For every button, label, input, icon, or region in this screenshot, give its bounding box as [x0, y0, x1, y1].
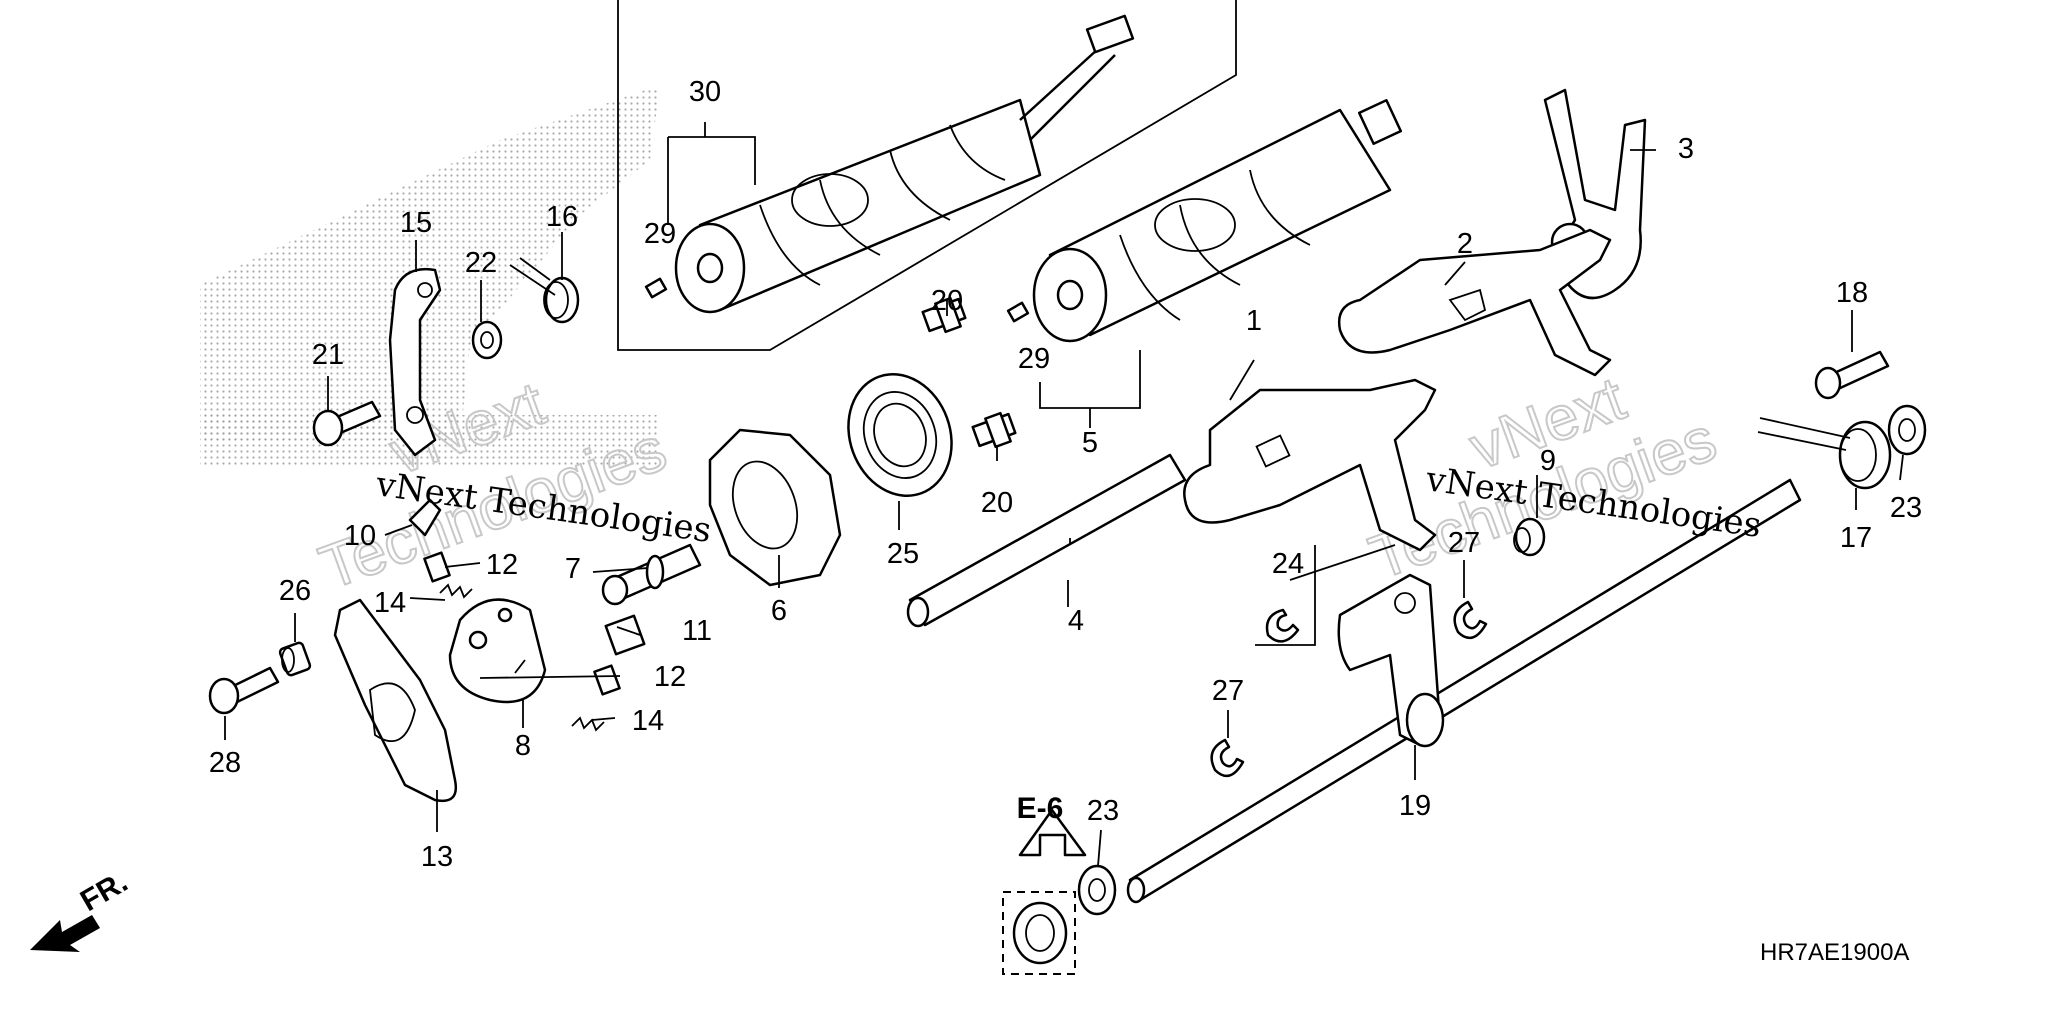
spring-17 — [1757, 417, 1892, 490]
callout-labels: 30 29 29 5 1 2 3 4 6 7 8 9 10 11 12 12 1… — [209, 76, 1922, 873]
callout-3: 3 — [1678, 133, 1694, 165]
washer-22 — [471, 320, 503, 360]
callout-20-lower: 20 — [981, 487, 1013, 519]
callout-5: 5 — [1082, 427, 1098, 459]
callout-28: 28 — [209, 747, 241, 779]
callout-2: 2 — [1457, 228, 1473, 260]
callout-16: 16 — [546, 201, 578, 233]
reference-label: E-6 — [1017, 792, 1064, 825]
callout-29-upper: 29 — [644, 218, 676, 250]
diagram-code: HR7AE1900A — [1760, 939, 1909, 966]
shift-drum-assembly-30 — [674, 14, 1135, 314]
clip-27-upper — [1453, 600, 1488, 640]
collar-26 — [278, 641, 312, 677]
callout-8: 8 — [515, 730, 531, 762]
washer-23-right — [1887, 404, 1927, 456]
callout-25: 25 — [887, 538, 919, 570]
callout-14-lower: 14 — [632, 705, 664, 737]
cam-8 — [448, 598, 547, 704]
callout-17: 17 — [1840, 522, 1872, 554]
front-arrow — [30, 915, 100, 952]
bracket-24 — [1255, 545, 1316, 646]
stopper-arm-15 — [388, 267, 442, 457]
collar-9 — [1513, 517, 1546, 557]
callout-19: 19 — [1399, 790, 1431, 822]
callout-18: 18 — [1836, 277, 1868, 309]
callout-6: 6 — [771, 595, 787, 627]
callout-30: 30 — [689, 76, 721, 108]
clip-24 — [1265, 608, 1300, 643]
washer-23-bottom — [1077, 864, 1117, 916]
callout-23-right: 23 — [1890, 492, 1922, 524]
leader-lines — [224, 122, 1904, 867]
drum-center-6 — [708, 428, 842, 587]
pin-29-upper — [644, 277, 668, 299]
shift-drum-5 — [1032, 99, 1403, 343]
callout-14-upper: 14 — [374, 587, 406, 619]
callout-27-upper: 27 — [1448, 527, 1480, 559]
stopper-11 — [604, 614, 646, 656]
clip-27-lower — [1210, 738, 1245, 778]
callout-13: 13 — [421, 841, 453, 873]
bolt-28 — [208, 666, 280, 715]
shift-fork-shaft-4 — [906, 453, 1187, 628]
callout-9: 9 — [1540, 445, 1556, 477]
callout-27-lower: 27 — [1212, 675, 1244, 707]
shift-fork-1 — [1183, 378, 1437, 552]
plunger-12-upper — [423, 551, 451, 583]
callout-12-upper: 12 — [486, 549, 518, 581]
gearshift-spindle-19 — [1126, 478, 1802, 904]
callout-11: 11 — [682, 615, 712, 647]
callout-15: 15 — [400, 207, 432, 239]
plate-13 — [333, 598, 458, 803]
spring-14-upper — [439, 583, 473, 599]
callout-12-lower: 12 — [654, 661, 686, 693]
callout-26: 26 — [279, 575, 311, 607]
callout-10: 10 — [344, 520, 376, 552]
shift-fork-2 — [1337, 228, 1612, 377]
callout-24: 24 — [1272, 548, 1304, 580]
reference-e6 — [1002, 808, 1087, 975]
callout-29-lower: 29 — [1018, 343, 1050, 375]
bearing-25 — [847, 373, 953, 497]
callout-7: 7 — [565, 553, 581, 585]
callout-4: 4 — [1068, 605, 1084, 637]
spring-14-lower — [571, 716, 605, 732]
callout-23-bottom: 23 — [1087, 795, 1119, 827]
drum-assembly-frame — [617, 0, 1237, 351]
callout-22: 22 — [465, 247, 497, 279]
callout-1: 1 — [1246, 305, 1262, 337]
callout-21: 21 — [312, 339, 344, 371]
bolt-20-upper — [921, 296, 967, 334]
front-label: FR. — [75, 865, 133, 918]
bolt-18 — [1814, 350, 1890, 400]
plunger-12-lower — [593, 664, 621, 696]
return-spring-16 — [509, 257, 580, 324]
bolt-21 — [312, 400, 382, 447]
stud-7 — [601, 543, 702, 606]
clip-10 — [408, 498, 442, 537]
pin-29-lower — [1006, 301, 1030, 323]
callout-20-upper: 20 — [931, 285, 963, 317]
bolt-20-lower — [971, 411, 1017, 449]
